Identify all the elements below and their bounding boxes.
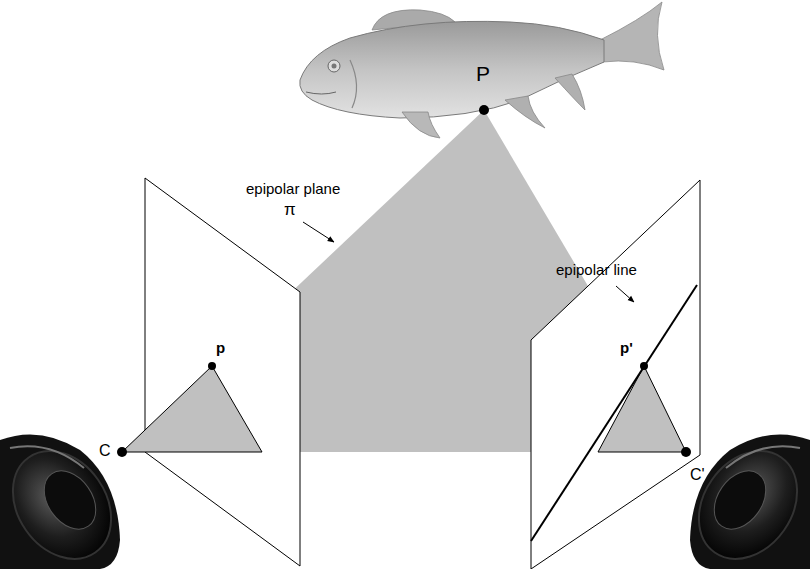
- line-label: epipolar line: [556, 262, 637, 279]
- camera-lens: [679, 432, 810, 569]
- points: [117, 105, 691, 457]
- leader-arrow: [303, 222, 334, 242]
- point-label: P: [476, 62, 490, 85]
- image-plane: [145, 178, 300, 566]
- point-label: C: [99, 442, 111, 460]
- image-plane: [531, 180, 700, 569]
- projection-triangle: [598, 366, 686, 452]
- projection-triangle: [122, 366, 262, 452]
- point-label: C': [690, 466, 705, 484]
- leader-arrow: [616, 286, 634, 302]
- point-label: p: [216, 340, 225, 357]
- camera-lens: [0, 432, 131, 569]
- epipolar-line: [531, 285, 697, 541]
- point-label: p': [620, 340, 633, 357]
- plane-label: epipolar plane: [246, 181, 340, 198]
- plane-symbol: π: [284, 201, 296, 220]
